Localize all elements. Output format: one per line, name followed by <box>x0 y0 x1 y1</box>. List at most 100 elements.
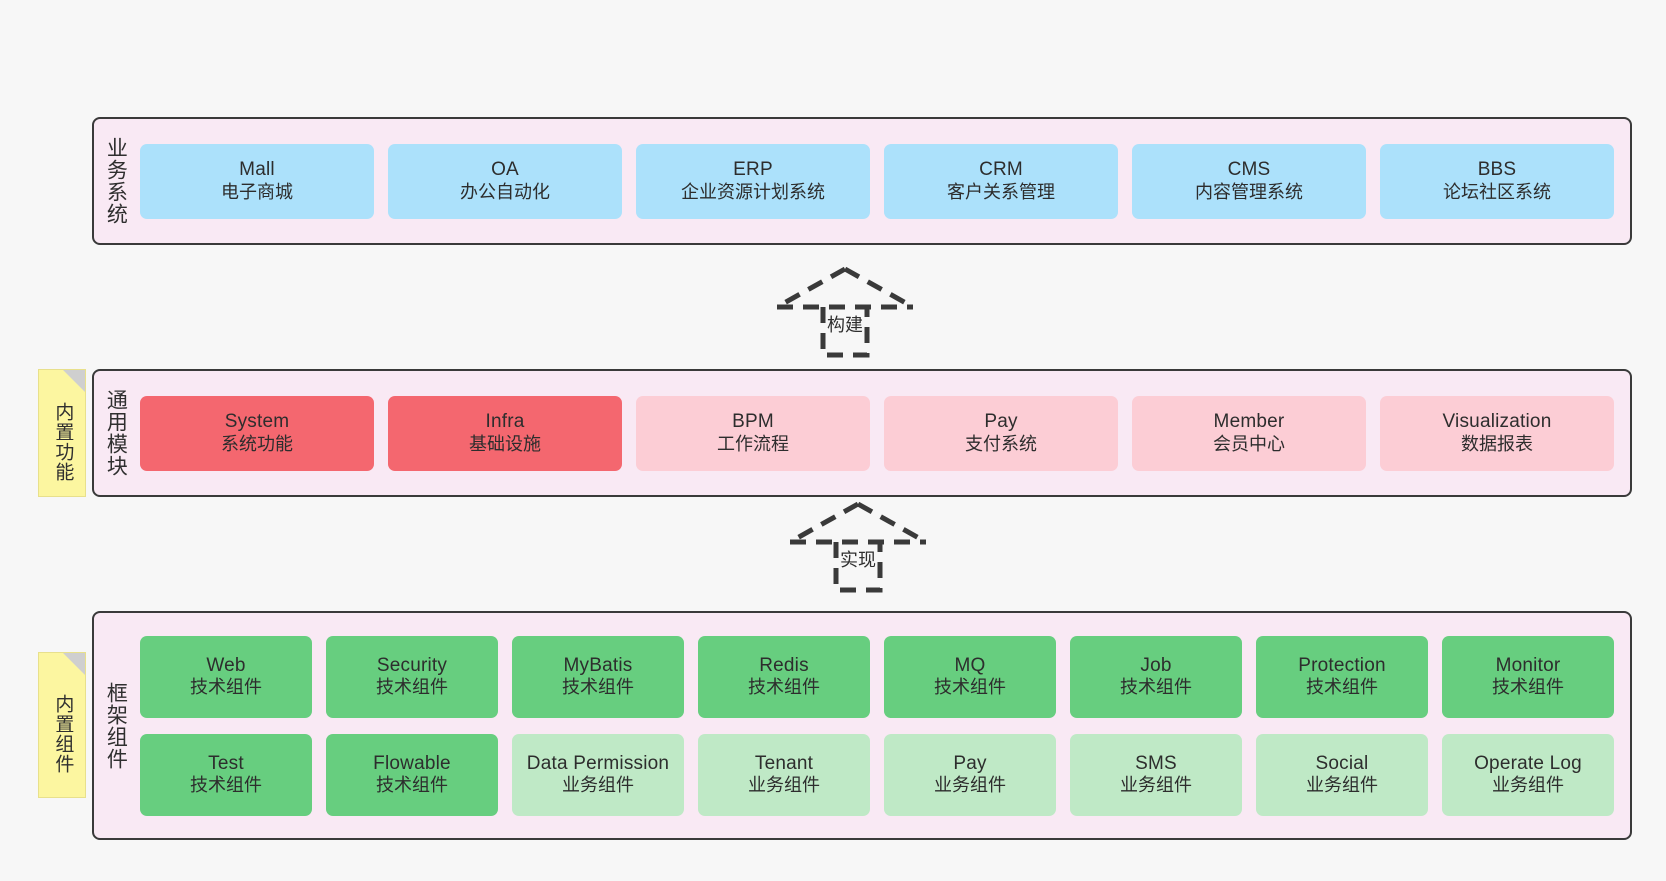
card-mybatis[interactable]: MyBatis 技术组件 <box>512 635 684 718</box>
card-title-en: CMS <box>1227 159 1271 181</box>
card-title-en: Monitor <box>1495 654 1561 676</box>
card-title-en: Security <box>376 654 448 676</box>
card-mall[interactable]: Mall 电子商城 <box>140 143 374 219</box>
card-title-en: Social <box>1315 752 1369 774</box>
card-title-cn: 技术组件 <box>376 677 448 698</box>
layer-common-module-body: System 系统功能 Infra 基础设施 BPM 工作流程 Pay 支付系统… <box>136 371 1630 495</box>
card-title-en: ERP <box>733 159 773 181</box>
card-title-en: Redis <box>759 654 809 676</box>
card-title-en: Infra <box>485 411 525 433</box>
card-bpm[interactable]: BPM 工作流程 <box>636 395 870 471</box>
card-title-cn: 技术组件 <box>1492 677 1564 698</box>
card-title-cn: 技术组件 <box>190 677 262 698</box>
card-mq[interactable]: MQ 技术组件 <box>884 635 1056 718</box>
note-fold-icon <box>63 653 85 675</box>
card-system[interactable]: System 系统功能 <box>140 395 374 471</box>
card-infra[interactable]: Infra 基础设施 <box>388 395 622 471</box>
card-title-cn: 业务组件 <box>934 775 1006 796</box>
card-title-cn: 客户关系管理 <box>947 181 1055 202</box>
card-title-en: Tenant <box>754 752 814 774</box>
layer-business-system-label: 业务系统 <box>104 137 128 225</box>
note-builtin-components: 内置组件 <box>38 652 86 798</box>
card-sms[interactable]: SMS 业务组件 <box>1070 733 1242 816</box>
card-title-en: BPM <box>732 411 774 433</box>
card-title-cn: 技术组件 <box>190 775 262 796</box>
card-title-cn: 业务组件 <box>562 775 634 796</box>
card-title-cn: 论坛社区系统 <box>1443 181 1551 202</box>
card-web[interactable]: Web 技术组件 <box>140 635 312 718</box>
card-title-en: Operate Log <box>1474 752 1582 774</box>
connector-build-label: 构建 <box>827 315 863 335</box>
layer-business-system-body: Mall 电子商城 OA 办公自动化 ERP 企业资源计划系统 CRM 客户关系… <box>136 119 1630 243</box>
layer-framework-component-label: 框架组件 <box>104 681 128 770</box>
card-title-cn: 企业资源计划系统 <box>681 181 825 202</box>
card-title-cn: 支付系统 <box>965 433 1037 454</box>
card-title-cn: 业务组件 <box>1492 775 1564 796</box>
connector-implement-label: 实现 <box>840 550 876 570</box>
card-title-en: Test <box>208 752 244 774</box>
layer-framework-component-body: Web 技术组件 Security 技术组件 MyBatis 技术组件 Redi… <box>136 613 1630 838</box>
card-flowable[interactable]: Flowable 技术组件 <box>326 733 498 816</box>
card-cms[interactable]: CMS 内容管理系统 <box>1132 143 1366 219</box>
card-row: Web 技术组件 Security 技术组件 MyBatis 技术组件 Redi… <box>140 635 1614 718</box>
card-redis[interactable]: Redis 技术组件 <box>698 635 870 718</box>
layer-business-system: 业务系统 Mall 电子商城 OA 办公自动化 ERP 企业资源计划系统 CRM… <box>92 117 1632 245</box>
card-title-cn: 电子商城 <box>221 181 293 202</box>
card-pay[interactable]: Pay 支付系统 <box>884 395 1118 471</box>
card-social[interactable]: Social 业务组件 <box>1256 733 1428 816</box>
card-title-en: Pay <box>953 752 987 774</box>
card-title-en: Mall <box>239 159 275 181</box>
card-title-cn: 技术组件 <box>1120 677 1192 698</box>
card-job[interactable]: Job 技术组件 <box>1070 635 1242 718</box>
card-title-en: BBS <box>1477 159 1517 181</box>
note-builtin-components-label: 内置组件 <box>52 694 74 774</box>
layer-common-module-label: 通用模块 <box>104 389 128 477</box>
card-data-permission[interactable]: Data Permission 业务组件 <box>512 733 684 816</box>
card-title-cn: 基础设施 <box>469 433 541 454</box>
card-title-en: Visualization <box>1442 411 1552 433</box>
card-protection[interactable]: Protection 技术组件 <box>1256 635 1428 718</box>
card-tenant[interactable]: Tenant 业务组件 <box>698 733 870 816</box>
card-bbs[interactable]: BBS 论坛社区系统 <box>1380 143 1614 219</box>
card-title-en: Job <box>1140 654 1172 676</box>
card-title-en: Web <box>206 654 246 676</box>
card-title-cn: 技术组件 <box>934 677 1006 698</box>
card-oa[interactable]: OA 办公自动化 <box>388 143 622 219</box>
card-title-cn: 会员中心 <box>1213 433 1285 454</box>
card-title-cn: 技术组件 <box>1306 677 1378 698</box>
card-title-cn: 业务组件 <box>1120 775 1192 796</box>
card-operate-log[interactable]: Operate Log 业务组件 <box>1442 733 1614 816</box>
card-title-cn: 业务组件 <box>748 775 820 796</box>
layer-common-module: 通用模块 System 系统功能 Infra 基础设施 BPM 工作流程 Pay… <box>92 369 1632 497</box>
card-pay-business[interactable]: Pay 业务组件 <box>884 733 1056 816</box>
card-title-en: Data Permission <box>526 752 670 774</box>
card-test[interactable]: Test 技术组件 <box>140 733 312 816</box>
card-title-cn: 业务组件 <box>1306 775 1378 796</box>
note-builtin-features-label: 内置功能 <box>52 402 74 482</box>
card-title-cn: 技术组件 <box>376 775 448 796</box>
card-title-en: MQ <box>954 654 986 676</box>
card-title-en: Pay <box>984 411 1018 433</box>
card-title-cn: 技术组件 <box>562 677 634 698</box>
card-visualization[interactable]: Visualization 数据报表 <box>1380 395 1614 471</box>
card-title-en: Flowable <box>373 752 451 774</box>
card-title-cn: 办公自动化 <box>460 181 550 202</box>
note-fold-icon <box>63 370 85 392</box>
card-member[interactable]: Member 会员中心 <box>1132 395 1366 471</box>
card-row: Test 技术组件 Flowable 技术组件 Data Permission … <box>140 733 1614 816</box>
card-monitor[interactable]: Monitor 技术组件 <box>1442 635 1614 718</box>
card-row: Mall 电子商城 OA 办公自动化 ERP 企业资源计划系统 CRM 客户关系… <box>140 143 1614 219</box>
card-erp[interactable]: ERP 企业资源计划系统 <box>636 143 870 219</box>
card-crm[interactable]: CRM 客户关系管理 <box>884 143 1118 219</box>
card-title-cn: 系统功能 <box>221 433 293 454</box>
card-title-en: System <box>224 411 290 433</box>
generalization-arrow-icon <box>775 266 915 358</box>
card-title-en: Member <box>1213 411 1285 433</box>
card-security[interactable]: Security 技术组件 <box>326 635 498 718</box>
card-title-en: MyBatis <box>563 654 633 676</box>
connector-build: 构建 <box>765 263 925 363</box>
card-title-en: Protection <box>1298 654 1386 676</box>
connector-implement: 实现 <box>778 498 938 598</box>
card-row: System 系统功能 Infra 基础设施 BPM 工作流程 Pay 支付系统… <box>140 395 1614 471</box>
